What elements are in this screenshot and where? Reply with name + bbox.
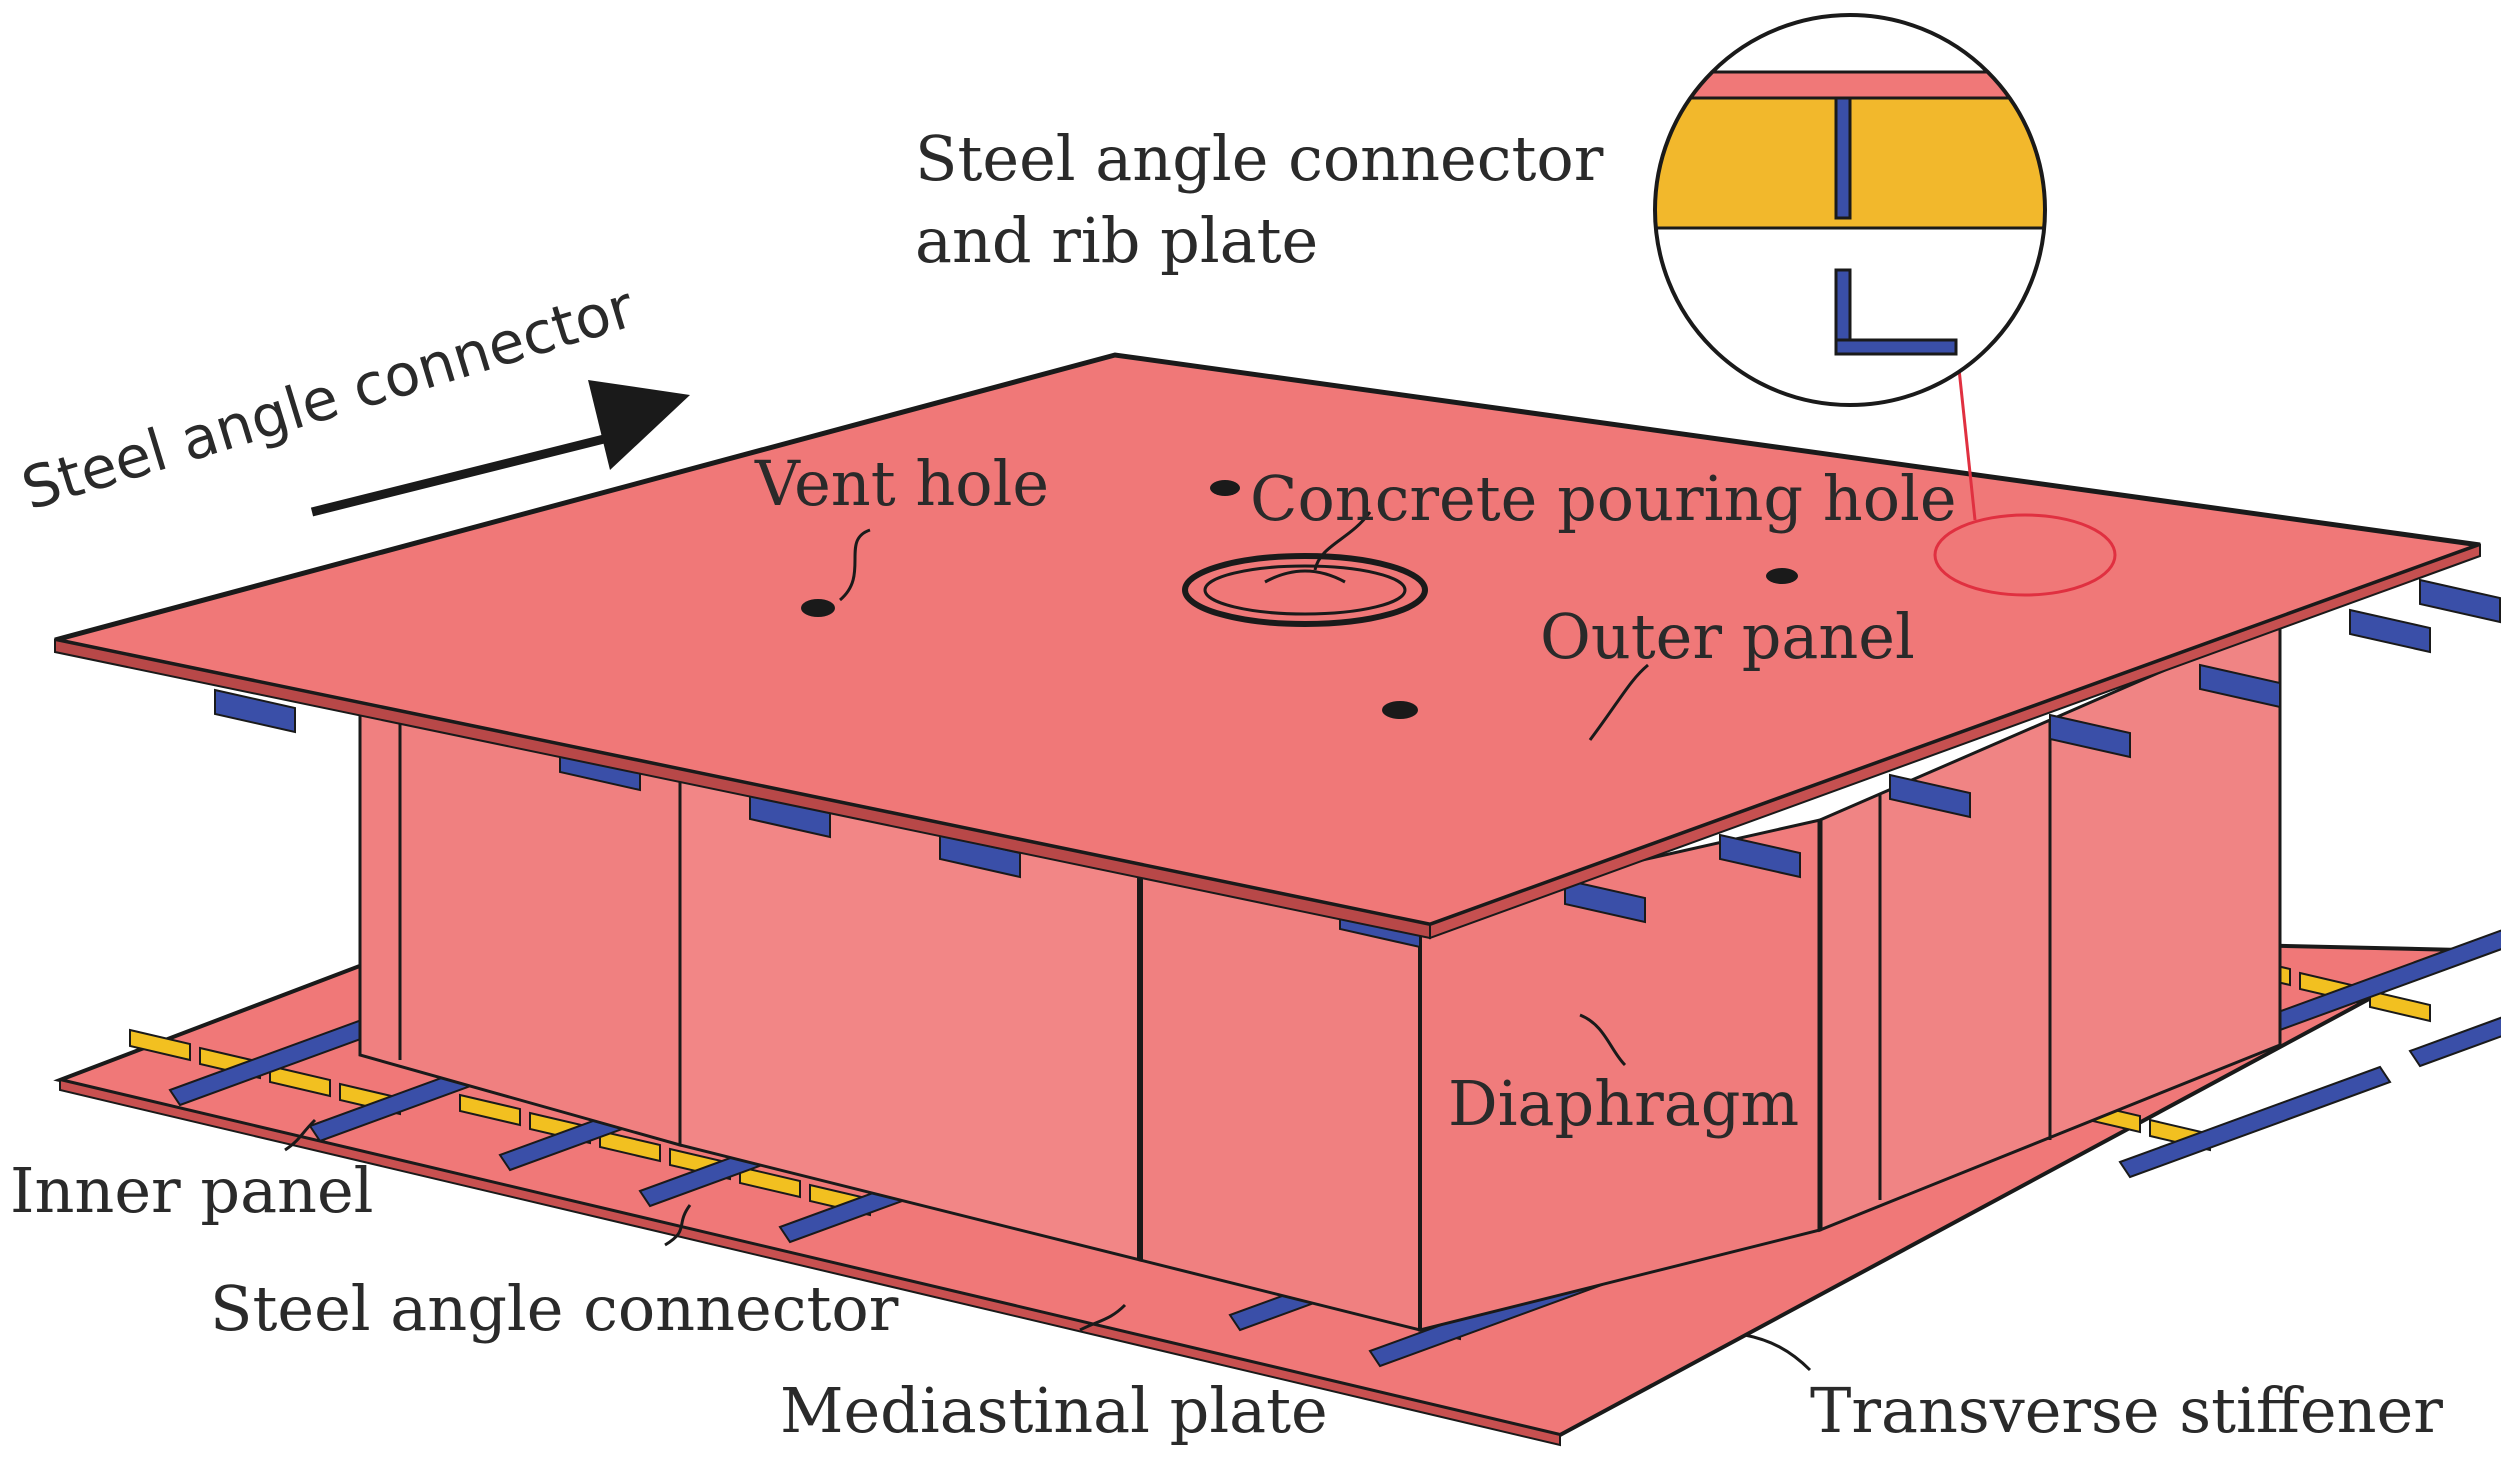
label-concrete-pouring-hole: Concrete pouring hole [1250,462,1957,535]
outer-panel-edge-right [1429,543,2481,940]
label-steel-angle-connector-bottom: Steel angle connector [210,1272,899,1345]
stiffener-segment [739,1165,801,1199]
label-detail-line2: and rib plate [915,204,1318,277]
connector-bar [2118,1065,2392,1179]
stiffener-segment [459,1093,521,1127]
label-diaphragm: Diaphragm [1448,1067,1799,1140]
label-detail-line1: Steel angle connector [915,122,1604,195]
detail-connector-flange [1834,268,1852,352]
vent-hole-top [1210,480,1240,496]
stiffener-segment [2369,989,2431,1023]
stiffener-segment [269,1064,331,1098]
concrete-pouring-hole [1182,553,1428,627]
connector-bar [2408,1016,2501,1068]
label-outer-panel: Outer panel [1540,600,1915,673]
diaphragm-walls [358,617,2282,1332]
detail-connector-web [1834,96,1852,220]
leader-lines [284,511,1812,1372]
top-connector [2419,578,2501,624]
label-inner-panel: Inner panel [10,1154,374,1227]
top-connector [1889,773,1971,819]
label-vent-hole: Vent hole [754,447,1049,520]
label-transverse-stiffener: Transverse stiffener [1810,1374,2443,1447]
top-connector [1719,833,1801,879]
top-connector [2349,608,2431,654]
detail-callout [1653,13,2117,597]
vent-hole-right [1766,568,1798,584]
direction-arrow [310,380,690,517]
vent-hole-left [801,599,835,617]
inner-panel-edge [59,1078,1561,1447]
vent-hole-front [1382,701,1418,719]
top-connector [214,688,296,734]
label-mediastinal-plate: Mediastinal plate [780,1374,1328,1447]
stiffener-segment [599,1129,661,1163]
top-connector [2199,663,2281,709]
top-connector [2049,713,2131,759]
top-connector [1564,878,1646,924]
label-top-arrow: Steel angle connector [14,273,642,524]
stiffener-segment [129,1028,191,1062]
